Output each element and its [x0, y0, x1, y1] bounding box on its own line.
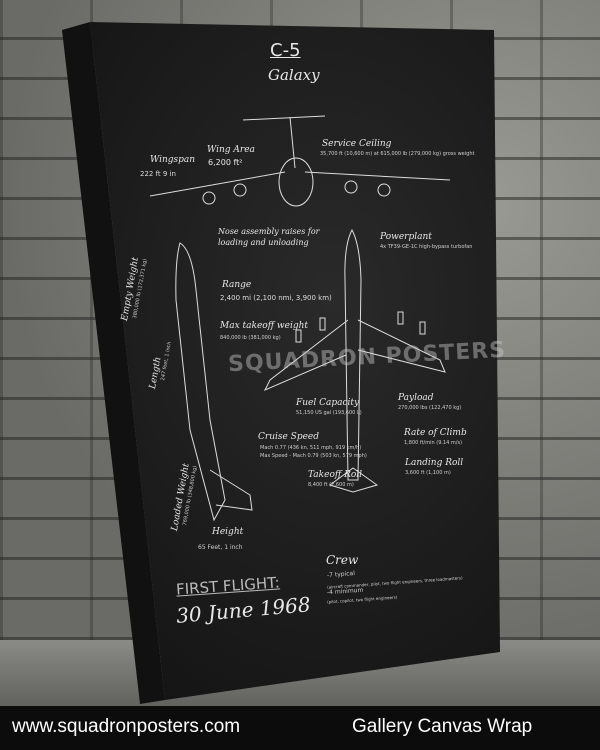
landing-roll-label: Landing Roll — [405, 458, 464, 468]
side-view-aircraft — [175, 242, 253, 522]
max-takeoff-label: Max takeoff weight — [220, 321, 309, 331]
fuel-capacity-value: 51,150 US gal (193,600 L) — [296, 410, 362, 416]
cruise-speed-value: Mach 0.77 (436 kn, 511 mph, 919 km/h) — [260, 445, 362, 451]
takeoff-roll-value: 8,400 ft (2,600 m) — [308, 482, 354, 488]
takeoff-roll-label: Takeoff Roll — [308, 470, 363, 480]
crew-label: Crew — [326, 553, 359, 567]
wing-area-label: Wing Area — [207, 145, 255, 155]
range-value: 2,400 mi (2,100 nmi, 3,900 km) — [220, 294, 332, 302]
cruise-speed-label: Cruise Speed — [258, 432, 320, 442]
rate-of-climb-value: 1,800 ft/min (9.14 m/s) — [404, 440, 463, 446]
landing-roll-value: 3,600 ft (1,100 m) — [405, 470, 451, 476]
range-label: Range — [222, 280, 252, 290]
front-view-aircraft — [149, 115, 451, 207]
product-type-label: Gallery Canvas Wrap — [352, 716, 533, 737]
max-takeoff-value: 840,000 lb (381,000 kg) — [220, 335, 281, 341]
fuel-capacity-label: Fuel Capacity — [296, 398, 360, 408]
max-speed-value: Max Speed - Mach 0.79 (503 kn, 579 mph) — [260, 453, 367, 459]
height-label: Height — [212, 527, 244, 537]
powerplant-value: 4x TF39-GE-1C high-bypass turbofan — [380, 244, 473, 250]
poster-title: C-5 — [270, 40, 301, 61]
poster-subtitle: Galaxy — [268, 66, 320, 84]
payload-label: Payload — [398, 393, 434, 403]
powerplant-label: Powerplant — [380, 232, 432, 242]
payload-value: 270,000 lbs (122,470 kg) — [398, 405, 462, 411]
rate-of-climb-label: Rate of Climb — [404, 428, 467, 438]
footer-bar: www.squadronposters.com Gallery Canvas W… — [0, 706, 600, 750]
wing-area-value: 6,200 ft² — [208, 158, 243, 167]
nose-assembly-note: Nose assembly raises for loading and unl… — [218, 227, 320, 247]
website-link[interactable]: www.squadronposters.com — [12, 716, 241, 737]
wingspan-label: Wingspan — [150, 155, 196, 165]
wingspan-value: 222 ft 9 in — [140, 170, 176, 178]
service-ceiling-value: 35,700 ft (10,600 m) at 615,000 lb (279,… — [320, 151, 475, 157]
height-value: 65 Feet, 1 inch — [198, 544, 243, 551]
service-ceiling-label: Service Ceiling — [322, 139, 392, 149]
top-view-aircraft — [263, 228, 446, 493]
